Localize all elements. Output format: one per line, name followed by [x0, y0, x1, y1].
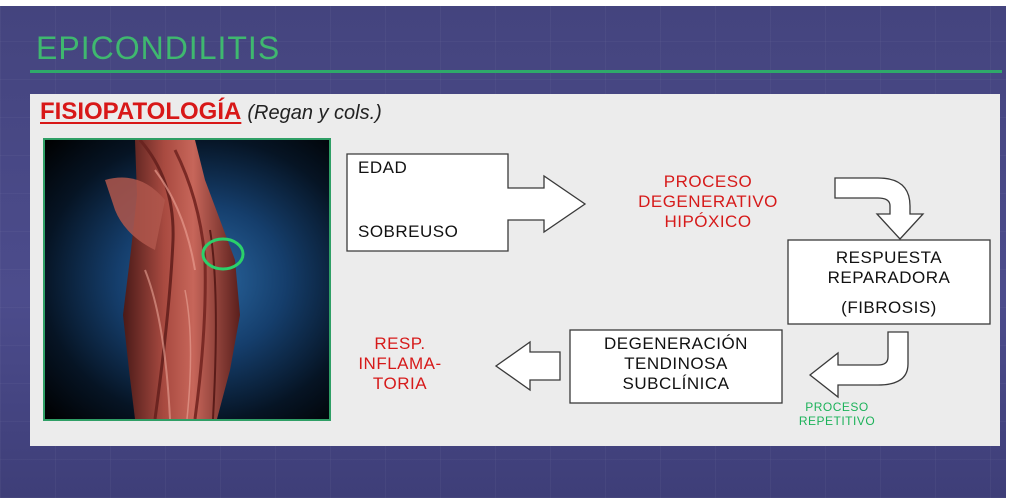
stage-respuesta-reparadora: RESPUESTA REPARADORA	[827, 248, 951, 288]
input-label-edad: EDAD	[358, 158, 408, 177]
subtitle-heading: FISIOPATOLOGÍA	[40, 98, 242, 125]
subtitle-line: FISIOPATOLOGÍA(Regan y cols.)	[40, 98, 382, 126]
curved-arrow-down-icon	[834, 177, 925, 240]
stage-fibrosis-note: (FIBROSIS)	[841, 298, 937, 317]
arrow-left-icon	[494, 340, 561, 392]
flow-diagram	[346, 153, 991, 404]
slide-right-border	[1006, 0, 1020, 498]
forearm-illustration	[105, 140, 245, 419]
input-label-sobreuso: SOBREUSO	[358, 222, 459, 241]
slide-title: EPICONDILITIS	[36, 30, 281, 66]
degeneracion-box	[569, 329, 783, 404]
slide-top-border	[0, 0, 1020, 6]
stage-respuesta-inflamatoria: RESP. INFLAMA- TORIA	[358, 334, 442, 394]
content-panel: FISIOPATOLOGÍA(Regan y cols.)	[30, 94, 1000, 446]
stage-proceso-degenerativo: PROCESO DEGENERATIVO HIPÓXICO	[638, 172, 778, 232]
title-divider	[30, 70, 1002, 73]
forearm-muscle-image	[43, 138, 331, 421]
respuesta-box	[787, 239, 991, 325]
input-arrow-box	[346, 153, 587, 252]
subtitle-reference: (Regan y cols.)	[247, 102, 382, 124]
curved-arrow-left-icon	[808, 331, 909, 399]
proceso-repetitivo-note: PROCESO REPETITIVO	[798, 400, 876, 429]
stage-degeneracion-tendinosa: DEGENERACIÓN TENDINOSA SUBCLÍNICA	[604, 334, 748, 394]
